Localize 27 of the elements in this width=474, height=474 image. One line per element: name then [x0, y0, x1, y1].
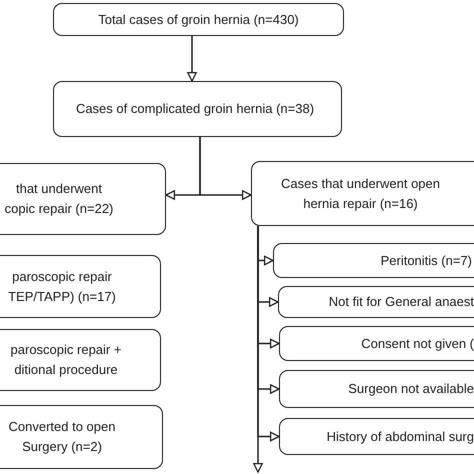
arrow: [187, 36, 197, 82]
box-label: Not fit for General anaest: [328, 293, 474, 311]
process-box: [0, 255, 161, 318]
box-label: Consent not given (: [360, 334, 474, 353]
process-box: [0, 329, 161, 391]
box-label: paroscopic repair TEP/TAPP) (n=17): [7, 268, 117, 306]
process-box: [279, 370, 474, 408]
box-label: Peritonitis (n=7): [380, 252, 472, 270]
box-label: paroscopic repair + ditional procedure: [10, 341, 122, 379]
box-label: Surgeon not available: [347, 380, 474, 398]
arrow: [199, 137, 252, 200]
box-label: Cases of complicated groin hernia (n=38): [74, 100, 316, 118]
box-label: Total cases of groin hernia (n=430): [97, 10, 300, 29]
process-box: [0, 163, 166, 235]
process-box: [278, 286, 474, 318]
process-box: [273, 243, 474, 278]
process-box: [0, 405, 163, 469]
box-label: Cases that underwent open hernia repair (n=16): [280, 174, 441, 213]
box-label: History of abdominal surg: [326, 428, 474, 446]
box-label: that underwent copic repair (n=22): [4, 180, 114, 218]
process-box: [53, 81, 342, 137]
process-box: [279, 418, 474, 455]
process-box: [251, 161, 474, 226]
process-box: [53, 3, 344, 36]
arrow: [253, 226, 263, 473]
process-box: [279, 326, 474, 361]
box-label: Converted to open Surgery (n=2): [8, 418, 116, 456]
